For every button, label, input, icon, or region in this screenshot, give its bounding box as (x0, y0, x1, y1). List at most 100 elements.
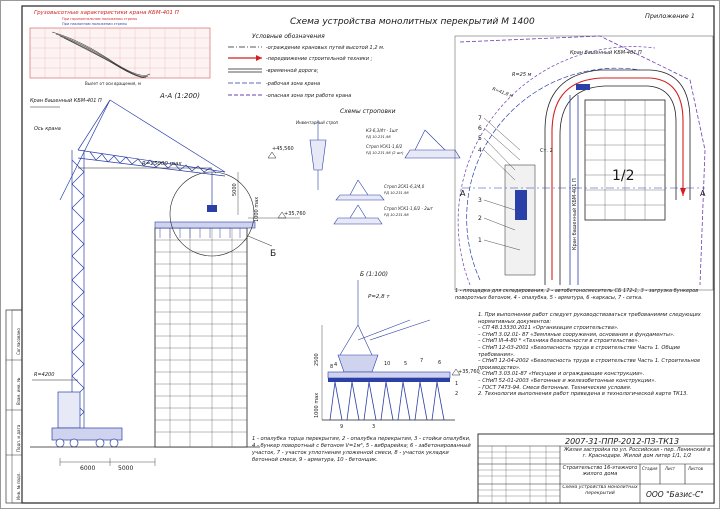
detail-n10: 10 (384, 361, 390, 367)
detail-n2: 2 (455, 391, 458, 397)
level-top: +45,560 (272, 146, 294, 152)
plan-num-6: 6 (478, 125, 482, 132)
sling-2: Строп УСК1-1,6/2 (366, 144, 403, 149)
site-plan: 1/2 Кран башенный КБМ-401 П А А Кран баш… (454, 35, 714, 291)
r-small-label: R=4200 (34, 372, 54, 378)
slinging-schemes: Схемы строповки Инвентарный строп КЗ-6,3… (296, 108, 461, 225)
dim-5000: 5000 (118, 465, 133, 472)
detail-dim-2500: 2500 (314, 353, 320, 366)
req-line: – СП 48.13330.2011 «Организация строител… (478, 325, 619, 332)
dim-5000v: 5000 (232, 183, 238, 196)
legend-item-workzone: -рабочая зона крана (266, 81, 320, 87)
req-line: – ГОСТ 7473-94. Смеси бетонные. Техничес… (478, 384, 632, 391)
work-name: Строительство 16-этажного жилого дома (562, 465, 638, 477)
legend-item-danger: -опасная зона при работе крана (266, 93, 351, 99)
plan-num-2: 2 (478, 215, 482, 222)
doc-code: 2007-31-ППР-2012-ПЗ-ТК13 (565, 437, 679, 446)
detail-n1: 1 (455, 381, 458, 387)
chart-title: Грузовысотные характеристики крана КБМ-4… (34, 10, 179, 16)
detail-title: Б (1:100) (360, 271, 388, 278)
plan-num-3: 3 (478, 197, 482, 204)
stamp-inv: Инв. № подл. (16, 472, 21, 500)
section-crane-label: Кран башенный КБМ-401 П (30, 98, 102, 104)
section-title: А-А (1:200) (159, 92, 200, 100)
level-mid: +35,760 (284, 211, 306, 217)
chart-xlabel: Вылет от оси вращения, м (85, 81, 141, 86)
radius-label: R=25000 max (142, 161, 182, 167)
plan-a-right: А (700, 189, 706, 198)
detail-n4: 4 (334, 362, 337, 368)
detail-legend-box: 1 - опалубка торца перекрытия, 2 - опалу… (252, 436, 471, 463)
req-line: 1. При выполнении работ следует руководс… (478, 312, 701, 325)
plan-num-7: 7 (478, 115, 482, 122)
inventory-sling: Инвентарный строп (296, 120, 339, 125)
stage-label: Стадия (642, 466, 658, 471)
detail-n5: 5 (404, 361, 407, 367)
plan-num-5: 5 (478, 135, 482, 142)
stamp-sign: Подп. и дата (16, 424, 21, 452)
sheets-label: Листов (687, 466, 704, 471)
plan-r25: R=25 м (512, 72, 532, 78)
legend: Условные обозначения -ограждение крановы… (228, 33, 384, 99)
section-a-a: А-А (1:200) Кран башенный КБМ-401 П Ось … (30, 92, 306, 472)
detail-n8: 8 (330, 364, 333, 370)
req-line: – СНиП 3.03.01-87 «Несущие и ограждающие… (478, 371, 645, 378)
crane-axis-label: Ось крана (34, 126, 61, 132)
legend-title: Условные обозначения (252, 33, 325, 40)
detail-n9: 9 (340, 424, 343, 430)
plan-num-4: 4 (478, 147, 482, 154)
requirements-box: 1. При выполнении работ следует руководс… (478, 312, 701, 398)
drawing-frame (21, 5, 715, 504)
sling-3b: РД 10-231-98 (384, 191, 409, 195)
plan-crane-side-label: Кран башенный КБМ-401 П (571, 178, 578, 250)
chart-line1: При горизонтальном положении стрелы (62, 17, 137, 21)
appendix-label: Приложение 1 (645, 12, 695, 20)
page-title: Схема устройства монолитных перекрытий М… (290, 17, 535, 27)
detail-n6: 6 (438, 360, 441, 366)
callout-b: Б (270, 249, 276, 259)
plan-st2: Ст. 2 (540, 148, 553, 154)
plan-num-1: 1 (478, 237, 482, 244)
req-line: – СНиП 52-01-2003 «Бетонные и железобето… (478, 377, 657, 384)
req-line: – СНиП 12-04-2002 «Безопасность труда в … (478, 358, 701, 371)
plan-notes-box: 1 - площадка для складирования, 2 - авто… (455, 288, 699, 301)
side-stamp: Инв. № подл. Подп. и дата Взам. инв. № С… (5, 309, 23, 504)
sheet-label: Лист (664, 466, 676, 471)
dim-6000: 6000 (80, 465, 95, 472)
crane-load-chart: Грузовысотные характеристики крана КБМ-4… (29, 10, 211, 86)
detail-n3: 3 (372, 424, 375, 430)
sling-1: КЗ-6,3/4т - 1шт (366, 128, 399, 133)
req-line: – СНиП 12-03-2001 «Безопасность труда в … (478, 344, 681, 358)
detail-b: Б (1:100) Р=2,8 т +35,760 2500 1000 max … (314, 271, 480, 430)
req-line: 2. Технология выполнения работ приведена… (478, 391, 689, 398)
sling-2b: РД 10-231-98 (2 шт) (366, 151, 404, 155)
scheme-name: Схема устройства монолитных перекрытий (562, 485, 638, 496)
project-name: Жилая застройка по ул. Российская - пер.… (563, 447, 711, 459)
req-line: – СНиП 3.02.01- 87 «Земляные сооружения,… (478, 331, 675, 338)
company-name: ООО "Базис-С" (646, 490, 704, 499)
stamp-replace: Взам. инв. № (16, 378, 21, 405)
detail-load: Р=2,8 т (368, 294, 390, 300)
sling-4: Строп УСК1-1,6/2 - 2шт (384, 206, 434, 211)
detail-n7: 7 (420, 358, 423, 364)
sling-3: Строп 2СК1-6,3/4,0 (384, 184, 425, 189)
sling-1b: РД 10-231-98 (366, 135, 391, 139)
legend-item-road: -временной дорога; (266, 68, 319, 74)
stamp-agreed: Согласовано (16, 328, 21, 355)
title-block: 2007-31-ППР-2012-ПЗ-ТК13 Жилая застройка… (477, 433, 715, 504)
plan-section-label: 1/2 (612, 168, 635, 184)
req-line: – СНиП III-4-80 * «Техника безопасности … (478, 338, 640, 345)
detail-level: +35,760 (458, 369, 480, 375)
plan-a-left: А (460, 189, 466, 198)
building-section (154, 227, 248, 448)
legend-item-traffic: -передвижение строительной техники ; (266, 56, 373, 62)
chart-line2: При наклонном положении стрелы (62, 22, 127, 26)
plan-notes: 1 - площадка для складирования, 2 - авто… (455, 288, 699, 301)
detail-dim-1000: 1000 max (314, 393, 320, 418)
dim-1000v: 1000 max (254, 197, 260, 222)
detail-legend: 1 - опалубка торца перекрытия, 2 - опалу… (252, 436, 471, 463)
sling-4b: РД 10-231-98 (384, 213, 409, 217)
legend-item-fence: -ограждение крановых путей высотой 1,2 м… (266, 45, 384, 51)
